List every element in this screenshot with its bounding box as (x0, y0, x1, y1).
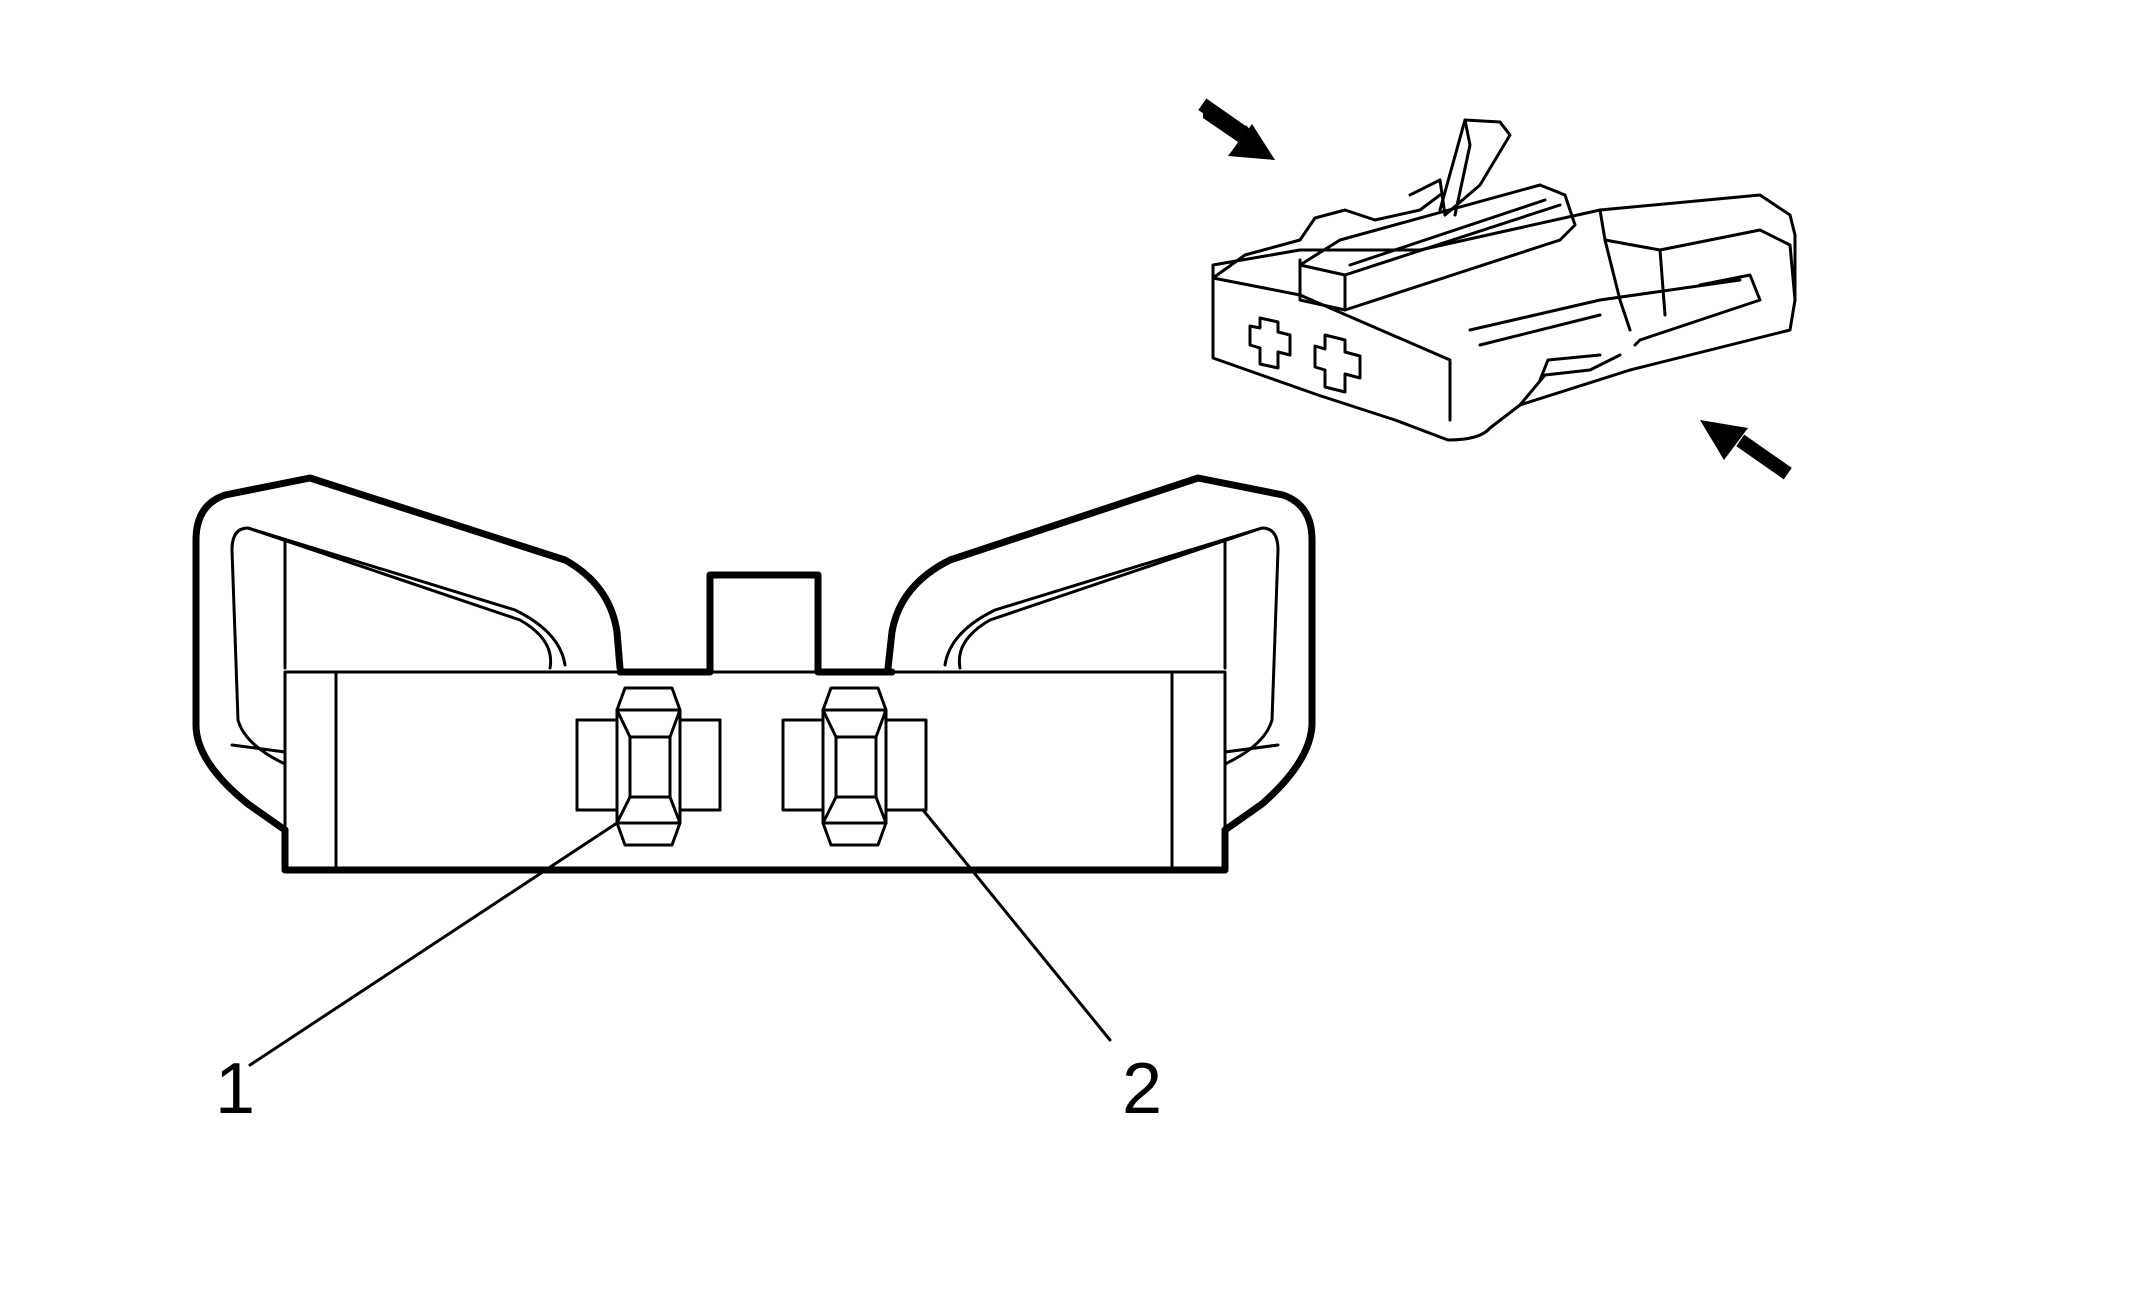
press-arrow-bottom-right (1700, 420, 1792, 480)
left-latch-inner (230, 526, 567, 766)
key-tab (616, 571, 896, 676)
iso-right-latch (1598, 208, 1797, 302)
connector-isometric-view (1211, 118, 1797, 442)
terminal-cavity-1 (575, 686, 722, 847)
connector-body-bottom (281, 826, 1229, 874)
press-arrow-top-left (1198, 98, 1275, 160)
connector-body (283, 670, 1227, 872)
iso-cavity-1 (1248, 316, 1292, 370)
left-latch-outer (192, 474, 624, 834)
right-latch-outer (884, 474, 1316, 834)
connector-face-view (192, 474, 1316, 1067)
callout-1: 1 (215, 1049, 255, 1129)
left-latch-base (230, 743, 287, 754)
right-latch-base (1223, 743, 1280, 754)
iso-lock-tab (1438, 118, 1512, 217)
leader-line-2 (921, 808, 1112, 1042)
right-latch-inner-2 (957, 526, 1264, 670)
left-latch-inner-2 (246, 526, 553, 670)
iso-body-outline (1211, 193, 1797, 442)
iso-cavity-2 (1313, 333, 1362, 394)
leader-line-1 (248, 821, 619, 1067)
callout-2: 2 (1122, 1049, 1162, 1129)
terminal-cavity-2 (781, 686, 928, 847)
iso-center-rail (1298, 183, 1577, 312)
right-latch-inner (943, 526, 1280, 766)
